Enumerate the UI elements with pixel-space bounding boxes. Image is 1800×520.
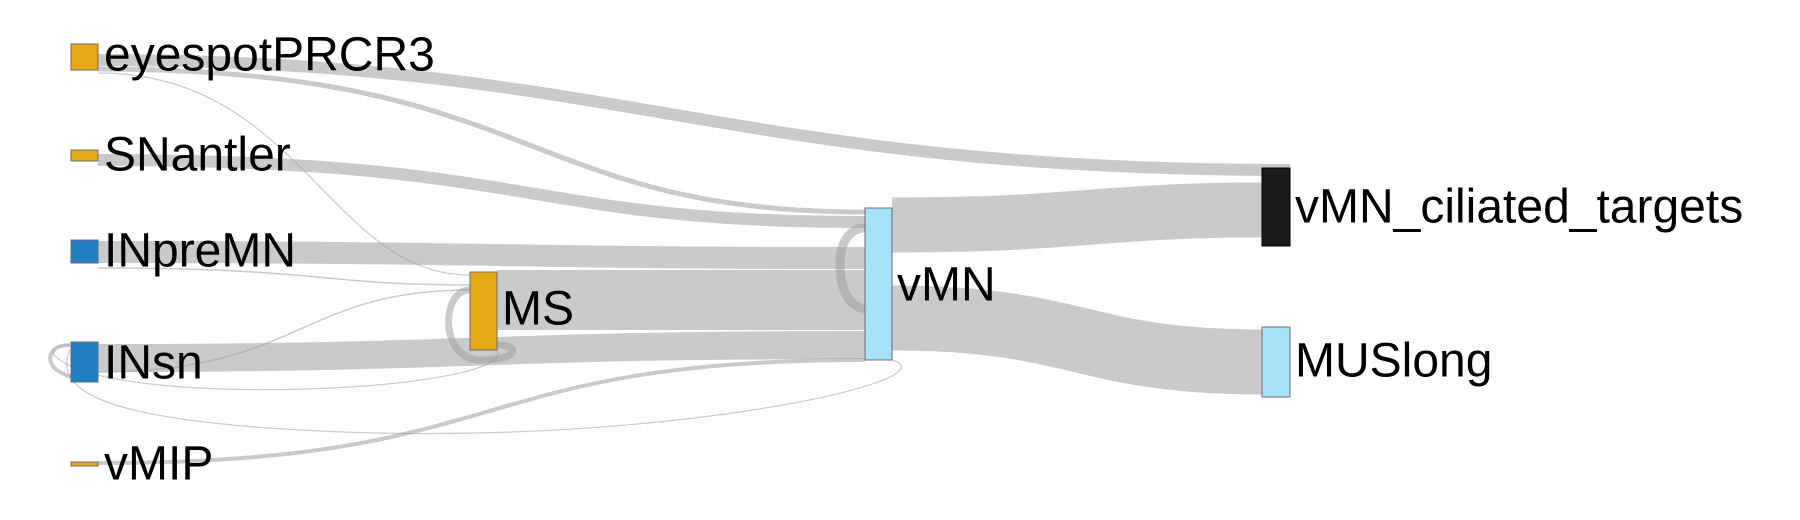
link-SNantler-vMN [97,154,866,228]
node-MS[interactable] [469,271,498,351]
link-INpreMN-vMN [97,241,866,269]
link-vMN-vMN_ciliated_targets [891,182,1263,253]
link-eyespotPRCR3-vMN_ciliated_targets [97,54,1291,176]
label-INsn: INsn [104,337,203,390]
label-eyespotPRCR3: eyespotPRCR3 [104,29,435,82]
link-INsn-vMN [97,331,866,372]
link-group [48,54,1291,465]
label-SNantler: SNantler [104,129,291,182]
label-MUSlong: MUSlong [1295,335,1492,388]
node-vMIP[interactable] [70,461,99,467]
link-vMN-INsn [66,349,902,435]
link-INpreMN-MS [97,267,471,286]
link-eyespotPRCR3-vMN [97,66,866,215]
label-vMN_ciliated_targets: vMN_ciliated_targets [1295,181,1743,234]
label-MS: MS [502,283,574,336]
label-vMIP: vMIP [104,438,213,491]
link-vMIP-vMN [97,358,866,465]
node-eyespotPRCR3[interactable] [70,43,99,71]
node-group [70,43,1291,467]
link-MS-INsn [52,344,499,391]
label-group: eyespotPRCR3 SNantler INpreMN INsn vMIP … [104,29,1743,491]
node-INpreMN[interactable] [70,239,99,264]
label-vMN: vMN [897,259,996,312]
node-INsn[interactable] [70,341,99,383]
node-vMN[interactable] [864,207,893,361]
label-INpreMN: INpreMN [104,225,296,278]
node-MUSlong[interactable] [1261,326,1291,398]
node-vMN_ciliated_targets[interactable] [1261,167,1291,247]
node-SNantler[interactable] [70,149,99,162]
link-MS-MS [445,286,517,364]
link-vMN-MUSlong [891,285,1263,395]
